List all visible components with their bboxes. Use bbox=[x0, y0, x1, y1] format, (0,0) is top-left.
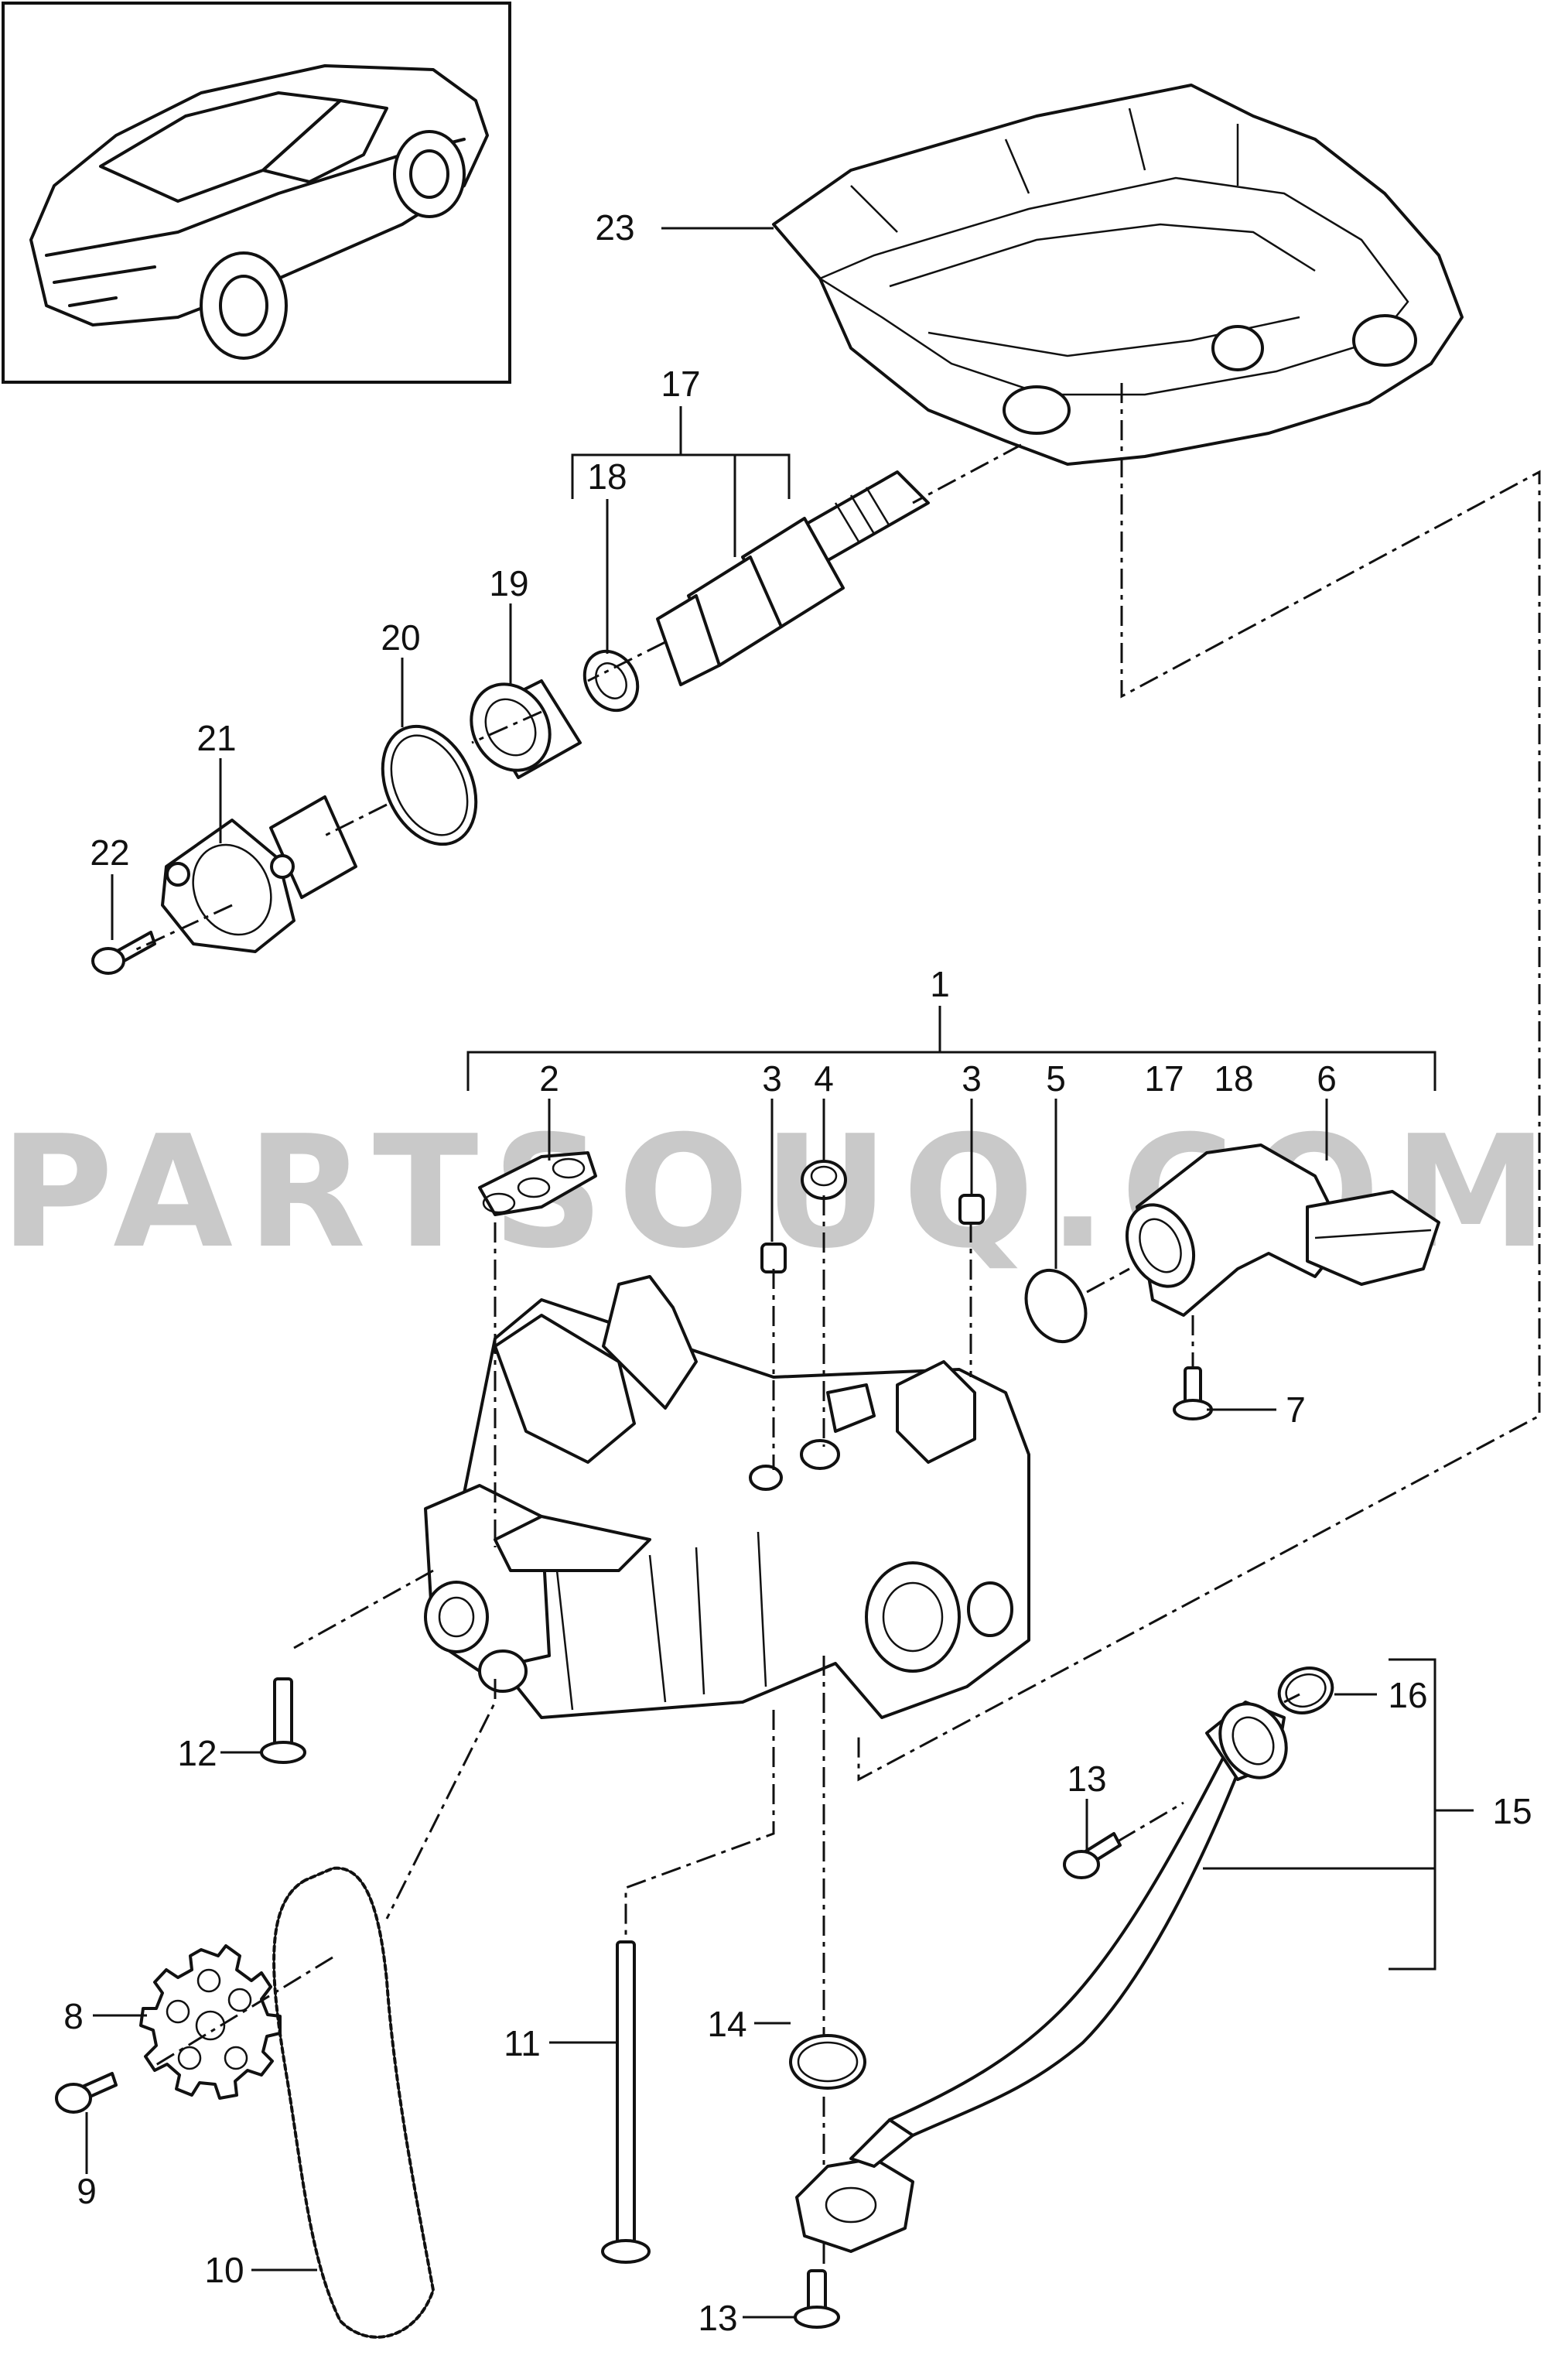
bolt-9[interactable] bbox=[55, 2072, 118, 2114]
bolt-13-lower[interactable] bbox=[794, 2269, 840, 2329]
callout-19: 19 bbox=[489, 563, 528, 603]
dowel-sleeve-left[interactable] bbox=[760, 1243, 787, 1273]
drive-chain[interactable] bbox=[272, 1866, 435, 2339]
oil-pump-assembly[interactable] bbox=[424, 1275, 1030, 1719]
callout-13-lower: 13 bbox=[698, 2298, 737, 2338]
screw-plug[interactable] bbox=[456, 670, 582, 785]
leader-lines bbox=[85, 227, 1474, 2319]
callout-20: 20 bbox=[381, 617, 420, 658]
bolt-22[interactable] bbox=[91, 931, 156, 975]
sprocket[interactable] bbox=[139, 1944, 282, 2100]
dowel-sleeve-right[interactable] bbox=[958, 1194, 985, 1225]
gasket-set[interactable] bbox=[478, 1151, 597, 1216]
callout-3-left: 3 bbox=[762, 1058, 782, 1099]
oil-pipe-elbow[interactable] bbox=[1115, 1143, 1440, 1317]
callout-1: 1 bbox=[930, 964, 950, 1004]
callout-6: 6 bbox=[1317, 1058, 1337, 1099]
callout-16: 16 bbox=[1388, 1675, 1427, 1715]
callout-18-top: 18 bbox=[587, 456, 627, 497]
callout-22: 22 bbox=[90, 832, 129, 873]
callout-23: 23 bbox=[595, 207, 634, 248]
long-bolt-11[interactable] bbox=[601, 1940, 651, 2264]
o-ring-pipe[interactable] bbox=[1015, 1260, 1097, 1351]
o-ring-large[interactable] bbox=[364, 711, 494, 859]
callout-4: 4 bbox=[814, 1058, 834, 1099]
suction-pipe[interactable] bbox=[795, 1692, 1300, 2253]
callout-17-mid: 17 bbox=[1144, 1058, 1184, 1099]
callout-2: 2 bbox=[539, 1058, 559, 1099]
callout-10: 10 bbox=[204, 2250, 244, 2290]
callout-14: 14 bbox=[707, 2004, 746, 2044]
cover-flange[interactable] bbox=[161, 795, 357, 953]
alignment-lines bbox=[131, 383, 1541, 2271]
callout-labels: 23 17 18 19 20 21 22 1 2 3 4 3 5 17 18 6… bbox=[63, 207, 1532, 2338]
callout-3-right: 3 bbox=[962, 1058, 982, 1099]
vehicle-thumbnail[interactable] bbox=[2, 2, 511, 384]
callout-5: 5 bbox=[1046, 1058, 1066, 1099]
callout-9: 9 bbox=[77, 2171, 97, 2211]
callout-13-upper: 13 bbox=[1067, 1759, 1106, 1799]
oil-pan[interactable] bbox=[772, 84, 1464, 466]
callout-12: 12 bbox=[177, 1733, 217, 1773]
callout-11: 11 bbox=[504, 2023, 541, 2063]
oil-pressure-valve[interactable] bbox=[656, 470, 930, 686]
bolt-7[interactable] bbox=[1173, 1366, 1213, 1420]
bushing[interactable] bbox=[801, 1160, 847, 1200]
o-ring-small[interactable] bbox=[1273, 1661, 1339, 1721]
bolt-13-upper[interactable] bbox=[1063, 1832, 1122, 1879]
callout-7: 7 bbox=[1286, 1390, 1306, 1430]
callout-17-top: 17 bbox=[661, 364, 700, 404]
valve-seal-ring[interactable] bbox=[574, 641, 647, 720]
o-ring-suction[interactable] bbox=[789, 2034, 866, 2090]
callout-8: 8 bbox=[63, 1996, 84, 2036]
callout-21: 21 bbox=[196, 718, 236, 758]
callout-18-mid: 18 bbox=[1214, 1058, 1253, 1099]
bolt-12[interactable] bbox=[260, 1677, 306, 1764]
callout-15: 15 bbox=[1492, 1791, 1532, 1831]
